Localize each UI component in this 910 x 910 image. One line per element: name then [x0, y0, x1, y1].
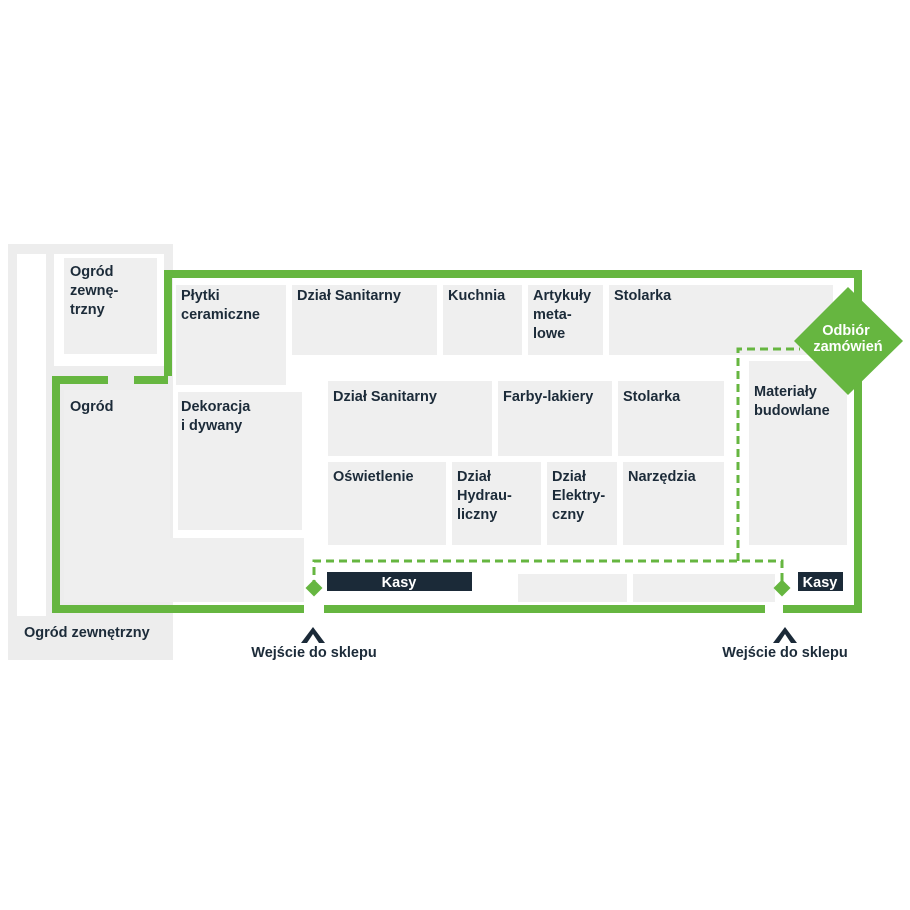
area-sanitarny-mid	[328, 381, 492, 456]
diamond-icon	[773, 579, 791, 597]
area-narzedzia	[623, 462, 724, 545]
label-artykuly: Artykuły meta- lowe	[533, 288, 595, 342]
label-stolarka-mid: Stolarka	[623, 389, 681, 405]
label-narzedzia: Narzędzia	[628, 469, 697, 485]
outer-garden-strip	[17, 254, 46, 616]
area-farby	[498, 381, 612, 456]
entrance-left-label: Wejście do sklepu	[251, 645, 376, 661]
kasy-bar-right	[798, 572, 843, 591]
area-stolarka-mid	[618, 381, 724, 456]
area-hydrauliczny	[452, 462, 541, 545]
label-oswietlenie: Oświetlenie	[333, 469, 414, 485]
area-ogrod-bottom	[64, 538, 304, 602]
diamond-icon	[305, 579, 323, 597]
label-materialy: Materiały budowlane	[754, 384, 830, 419]
label-sanitarny-top: Dział Sanitarny	[297, 288, 401, 304]
area-oswietlenie	[328, 462, 446, 545]
area-dekoracja	[178, 392, 302, 530]
area-elektryczny	[547, 462, 617, 545]
store-outline	[52, 270, 862, 613]
label-sanitarny-mid: Dział Sanitarny	[333, 389, 437, 405]
dashed-path	[312, 347, 800, 588]
kasy-main-label: Kasy	[382, 575, 417, 591]
kasy-bar-main	[327, 572, 472, 591]
label-kuchnia: Kuchnia	[448, 288, 506, 304]
area-checkout-mid	[518, 574, 627, 602]
area-checkout-right	[633, 574, 775, 602]
label-farby: Farby-lakiery	[503, 389, 593, 405]
area-artykuly	[528, 285, 603, 355]
label-plytki: Płytki ceramiczne	[181, 288, 260, 323]
label-ogrod: Ogród	[70, 399, 114, 415]
odbior-label: Odbiór zamówień	[813, 323, 882, 355]
chevron-up-icon	[773, 627, 797, 643]
label-ogrod-zewnetrzny-small: Ogród zewnę- trzny	[70, 264, 122, 318]
area-kuchnia	[443, 285, 522, 355]
label-stolarka-top: Stolarka	[614, 288, 672, 304]
area-sanitarny-top	[292, 285, 437, 355]
chevron-up-icon	[301, 627, 325, 643]
area-materialy	[749, 361, 847, 545]
kasy-right-label: Kasy	[803, 575, 838, 591]
label-hydrauliczny: Dział Hydrau- liczny	[457, 469, 516, 523]
area-ogrod-zewnetrzny-small	[64, 258, 157, 354]
area-stolarka-top	[609, 285, 833, 355]
label-dekoracja: Dekoracja i dywany	[181, 399, 254, 434]
odbior-diamond	[794, 287, 903, 395]
entrance-right-label: Wejście do sklepu	[722, 645, 847, 661]
label-elektryczny: Dział Elektry- czny	[552, 469, 609, 523]
area-plytki	[176, 285, 286, 385]
ogrod-zewnetrzny-outer-label: Ogród zewnętrzny	[24, 625, 150, 641]
